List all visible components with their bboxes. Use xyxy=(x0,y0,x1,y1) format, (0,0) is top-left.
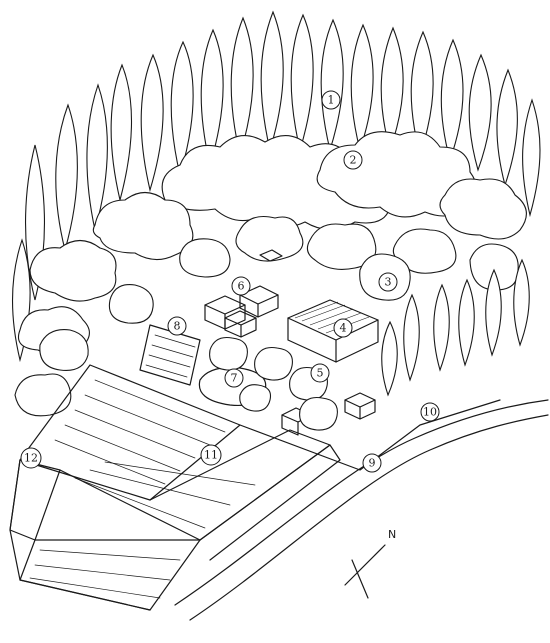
svg-text:7: 7 xyxy=(231,372,238,385)
marker-7: 7 xyxy=(224,368,244,388)
svg-text:12: 12 xyxy=(24,452,38,465)
cypress-row xyxy=(12,10,541,363)
marker-10: 10 xyxy=(420,402,440,422)
svg-text:10: 10 xyxy=(423,406,437,419)
svg-text:9: 9 xyxy=(369,457,376,470)
marker-1: 1 xyxy=(321,90,341,110)
farm-buildings xyxy=(204,249,379,436)
marker-6: 6 xyxy=(231,276,251,296)
svg-text:4: 4 xyxy=(340,322,347,335)
svg-text:2: 2 xyxy=(350,154,357,167)
garden-beds xyxy=(139,324,201,386)
svg-text:6: 6 xyxy=(238,280,245,293)
marker-9: 9 xyxy=(362,453,382,473)
marker-8: 8 xyxy=(167,316,187,336)
marker-3: 3 xyxy=(378,272,398,292)
svg-text:11: 11 xyxy=(204,449,218,462)
marker-2: 2 xyxy=(343,150,363,170)
svg-text:8: 8 xyxy=(174,320,181,333)
marker-5: 5 xyxy=(310,363,330,383)
svg-text:3: 3 xyxy=(385,276,392,289)
marker-11: 11 xyxy=(200,444,222,466)
north-arrow-icon: N xyxy=(344,528,396,599)
road xyxy=(174,399,549,621)
cypress-group-right xyxy=(381,258,530,397)
svg-text:5: 5 xyxy=(317,367,324,380)
marker-12: 12 xyxy=(20,447,42,469)
svg-text:1: 1 xyxy=(328,94,335,107)
marker-4: 4 xyxy=(333,318,353,338)
fields xyxy=(9,364,341,611)
north-label: N xyxy=(388,528,396,541)
